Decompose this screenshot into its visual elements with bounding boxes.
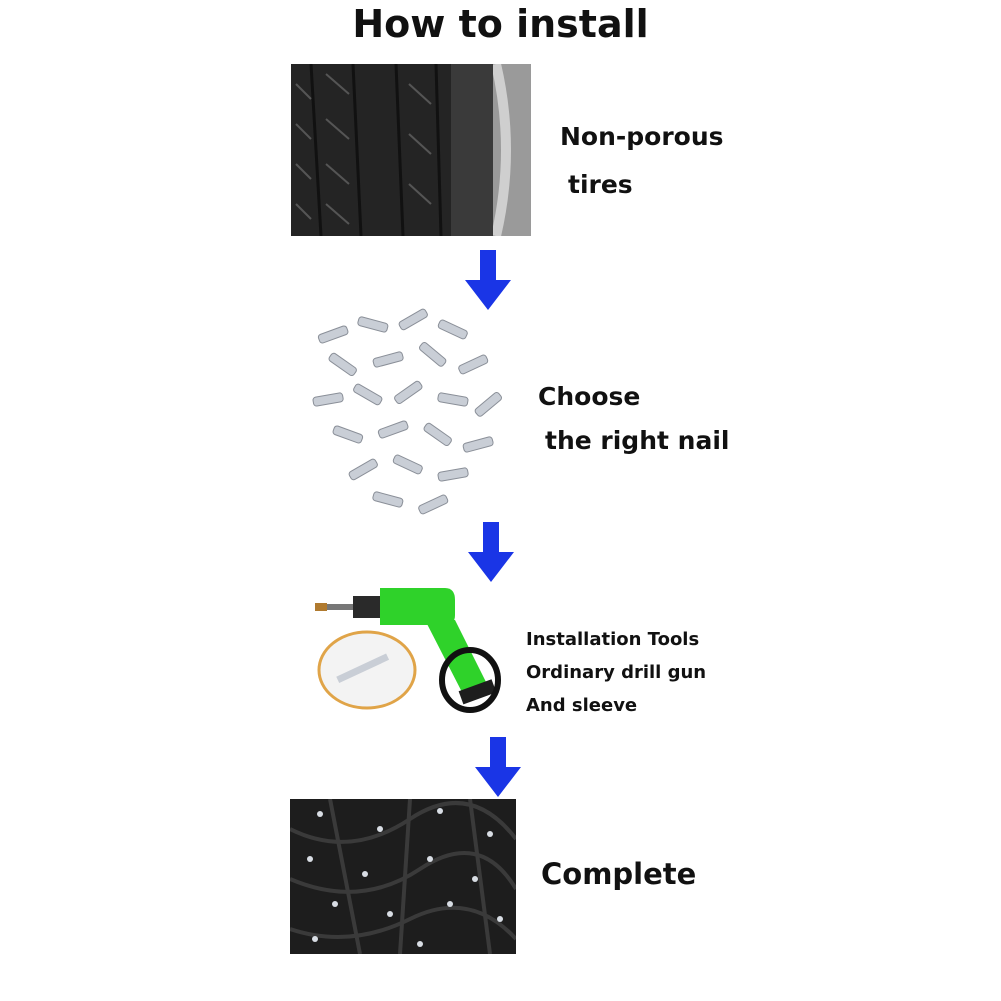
nails-pile-photo	[298, 300, 520, 522]
step2-label-line2: the right nail	[545, 426, 730, 455]
step1-label-line2: tires	[568, 170, 633, 199]
step2-label-line1: Choose	[538, 382, 641, 411]
step3-label-line3: And sleeve	[526, 695, 638, 716]
studded-tire-photo	[290, 799, 516, 954]
arrow-down-icon	[463, 250, 513, 312]
step3-label-line1: Installation Tools	[526, 629, 700, 650]
page-title: How to install	[352, 2, 649, 46]
drill-and-sleeve-photo	[305, 570, 520, 720]
step4-label-line1: Complete	[541, 857, 697, 891]
arrow-down-icon	[466, 522, 516, 584]
tire-tread-photo	[291, 64, 531, 236]
arrow-down-icon	[473, 737, 523, 799]
step3-label-line2: Ordinary drill gun	[526, 662, 707, 683]
step1-label-line1: Non-porous	[560, 122, 724, 151]
